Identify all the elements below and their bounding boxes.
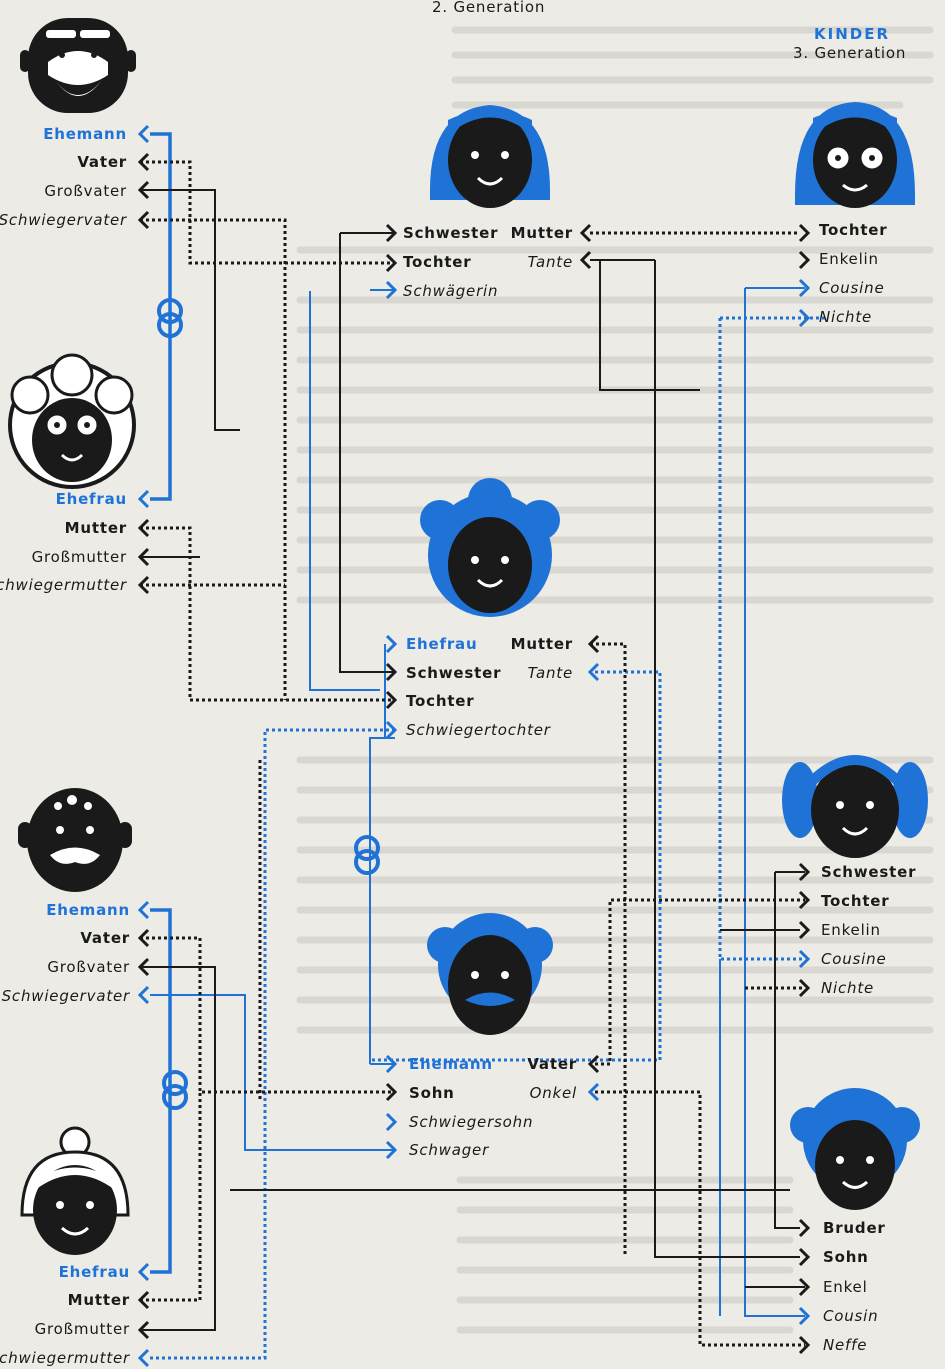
grandmother-b-ehefrau: Ehefrau: [59, 1263, 130, 1281]
girl-schwester: Schwester: [821, 863, 916, 881]
girl-enkelin: Enkelin: [821, 921, 881, 939]
marriage-rings-icon: [164, 1072, 186, 1108]
grandfather-b-vater: Vater: [80, 929, 130, 947]
boy-sohn: Sohn: [823, 1248, 869, 1266]
aunt-schwaegerin: Schwägerin: [403, 282, 498, 300]
aunt-mutter: Mutter: [511, 224, 573, 242]
boy-bruder: Bruder: [823, 1219, 886, 1237]
girl-tochter: Tochter: [821, 892, 889, 910]
grandmother-b-face-icon: [22, 1128, 128, 1255]
cousin-girl-face-icon: [795, 102, 915, 208]
father-face-icon: [427, 913, 553, 1035]
father-schwiegersohn: Schwiegersohn: [409, 1113, 533, 1131]
grandfather-b-face-icon: [18, 788, 132, 892]
grandfather-a-face-icon: [20, 18, 136, 113]
mother-tochter: Tochter: [406, 692, 474, 710]
cousin-cousine: Cousine: [819, 279, 884, 297]
generation-3-header: 3. Generation: [793, 44, 906, 62]
aunt-tochter: Tochter: [403, 253, 471, 271]
grandmother-b-mutter: Mutter: [68, 1291, 130, 1309]
father-schwager: Schwager: [409, 1141, 489, 1159]
father-ehemann: Ehemann: [409, 1055, 493, 1073]
grandmother-b-schwiegermutter: Schwiegermutter: [0, 1349, 130, 1367]
aunt-face-icon: [430, 105, 550, 208]
father-vater: Vater: [527, 1055, 577, 1073]
grandfather-b-grossvater: Großvater: [47, 958, 130, 976]
girl-nichte: Nichte: [821, 979, 874, 997]
grandfather-a-ehemann: Ehemann: [43, 125, 127, 143]
mother-ehefrau: Ehefrau: [406, 635, 477, 653]
cousin-tochter: Tochter: [819, 221, 887, 239]
grandfather-a-schwiegervater: Schwiegervater: [0, 211, 127, 229]
cousin-nichte: Nichte: [819, 308, 872, 326]
father-onkel: Onkel: [530, 1084, 577, 1102]
generation-2-header: 2. Generation: [432, 0, 545, 16]
mother-schwiegertochter: Schwiegertochter: [406, 721, 551, 739]
grandmother-a-schwiegermutter: Schwiegermutter: [0, 576, 127, 594]
marriage-rings-icon: [356, 837, 378, 873]
mother-schwester: Schwester: [406, 664, 501, 682]
boy-cousin: Cousin: [823, 1307, 878, 1325]
grandmother-a-mutter: Mutter: [65, 519, 127, 537]
grandfather-a-grossvater: Großvater: [44, 182, 127, 200]
father-sohn: Sohn: [409, 1084, 455, 1102]
boy-face-icon: [790, 1088, 920, 1210]
grandmother-a-ehefrau: Ehefrau: [56, 490, 127, 508]
aunt-tante: Tante: [528, 253, 573, 271]
grandmother-a-face-icon: [10, 355, 134, 487]
grandmother-b-grossmutter: Großmutter: [35, 1320, 130, 1338]
grandfather-b-schwiegervater: Schwiegervater: [2, 987, 130, 1005]
cousin-enkelin: Enkelin: [819, 250, 879, 268]
kinder-header: KINDER: [814, 25, 890, 43]
girl-cousine: Cousine: [821, 950, 886, 968]
aunt-schwester: Schwester: [403, 224, 498, 242]
mother-mutter: Mutter: [511, 635, 573, 653]
mother-tante: Tante: [528, 664, 573, 682]
boy-neffe: Neffe: [823, 1336, 867, 1354]
grandmother-a-grossmutter: Großmutter: [32, 548, 127, 566]
girl-face-icon: [782, 755, 928, 858]
grandfather-a-vater: Vater: [77, 153, 127, 171]
grandfather-b-ehemann: Ehemann: [46, 901, 130, 919]
mother-face-icon: [420, 478, 560, 617]
boy-enkel: Enkel: [823, 1278, 868, 1296]
